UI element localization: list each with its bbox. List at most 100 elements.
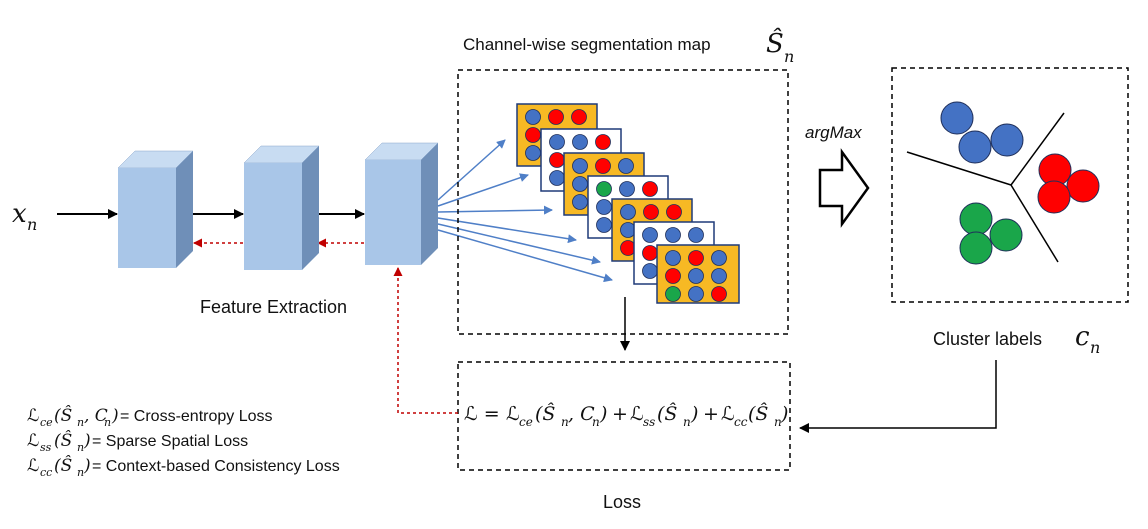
- cluster-boundaries: [906, 112, 1065, 263]
- cluster-dots: [940, 101, 1100, 265]
- svg-text:): ): [83, 431, 91, 451]
- channel-map-7: [656, 244, 740, 304]
- svg-text:ss: ss: [643, 415, 655, 429]
- svg-text:n: n: [561, 415, 569, 429]
- svg-text:): ): [599, 403, 607, 425]
- svg-text:): ): [83, 456, 91, 476]
- map-dot: [665, 250, 681, 266]
- svg-text:): ): [111, 406, 119, 426]
- segmentation-map-title: Channel-wise segmentation map Ŝ n: [463, 27, 794, 66]
- legend-description: = Sparse Spatial Loss: [92, 433, 248, 450]
- cluster-dot: [1066, 169, 1100, 203]
- svg-text:n: n: [592, 415, 600, 429]
- feedback-arrow-loss-to-network: [393, 267, 458, 414]
- legend-description: = Context-based Consistency Loss: [92, 458, 340, 475]
- map-dot: [572, 158, 588, 174]
- svg-text:(Ŝ: (Ŝ: [748, 402, 768, 425]
- svg-text:): ): [780, 403, 788, 425]
- svg-text:cc: cc: [734, 415, 748, 429]
- map-dot: [619, 181, 635, 197]
- map-dot: [618, 158, 634, 174]
- map-dot: [711, 268, 727, 284]
- map-dot: [643, 204, 659, 220]
- svg-text:ℒ: ℒ: [27, 456, 39, 476]
- argmax-label: argMax: [805, 123, 862, 142]
- input-symbol: x: [12, 199, 27, 229]
- svg-text:n: n: [77, 441, 84, 454]
- map-dot: [548, 109, 564, 125]
- channel-arrow-4: [437, 217, 577, 244]
- map-dot: [572, 176, 588, 192]
- arrow-clusters-to-loss: [799, 360, 997, 433]
- map-dot: [688, 286, 704, 302]
- map-dot: [688, 227, 704, 243]
- map-dot: [665, 286, 681, 302]
- loss-term-ce: ℒ: [506, 403, 520, 425]
- cluster-dot: [940, 101, 974, 135]
- segmentation-subscript: n: [784, 47, 794, 66]
- channel-arrows: [437, 139, 613, 283]
- map-dot: [595, 158, 611, 174]
- svg-text:+: +: [703, 403, 719, 425]
- map-dot: [596, 181, 612, 197]
- cluster-dot: [989, 218, 1023, 252]
- loss-formula: ℒ = ℒ ce (Ŝ n , C n ) + ℒ ss (Ŝ n ) + ℒ …: [464, 402, 788, 429]
- map-dot: [572, 194, 588, 210]
- feature-extraction-label: Feature Extraction: [200, 297, 347, 317]
- cluster-labels-text: Cluster labels: [933, 329, 1042, 349]
- svg-text:ℒ: ℒ: [27, 431, 39, 451]
- map-dot: [666, 204, 682, 220]
- map-dot: [642, 227, 658, 243]
- segmentation-map-box: [457, 69, 789, 335]
- map-dot: [549, 152, 565, 168]
- cluster-labels-caption: Cluster labels c n: [933, 322, 1100, 357]
- svg-text:ce: ce: [40, 416, 53, 429]
- map-dot: [711, 250, 727, 266]
- map-dot: [595, 134, 611, 150]
- cluster-box: [891, 67, 1129, 303]
- svg-text:n: n: [77, 466, 84, 479]
- map-dot: [525, 109, 541, 125]
- svg-text:n: n: [77, 416, 84, 429]
- svg-text:cc: cc: [40, 466, 52, 479]
- map-dot: [688, 268, 704, 284]
- svg-text:+: +: [612, 403, 628, 425]
- map-dot: [549, 170, 565, 186]
- cluster-subscript: n: [1090, 338, 1100, 357]
- svg-text:(Ŝ: (Ŝ: [657, 402, 677, 425]
- loss-box: [457, 361, 791, 471]
- map-dot: [596, 217, 612, 233]
- argmax-arrow: [818, 148, 870, 228]
- svg-text:ℒ: ℒ: [27, 406, 39, 426]
- map-dot: [711, 286, 727, 302]
- loss-lhs: ℒ =: [464, 403, 500, 425]
- map-dot: [525, 145, 541, 161]
- cluster-symbol: c: [1075, 322, 1090, 352]
- cluster-dot: [1037, 180, 1071, 214]
- map-dot: [620, 204, 636, 220]
- cluster-dot: [958, 130, 992, 164]
- channel-arrow-1: [437, 139, 506, 201]
- svg-text:(Ŝ: (Ŝ: [54, 455, 72, 476]
- svg-text:, C: , C: [84, 406, 108, 426]
- map-dot: [665, 268, 681, 284]
- map-dot: [549, 134, 565, 150]
- cluster-dot: [990, 123, 1024, 157]
- loss-term-cc: ℒ: [721, 403, 735, 425]
- channel-arrow-3: [437, 205, 553, 215]
- svg-text:(Ŝ: (Ŝ: [54, 430, 72, 451]
- channel-arrow-5: [437, 223, 601, 265]
- segmentation-symbol: Ŝ: [766, 27, 784, 59]
- feature-block-2: [243, 145, 320, 270]
- feature-block-1: [117, 150, 194, 268]
- svg-text:ss: ss: [40, 441, 52, 454]
- input-label: x n: [12, 199, 37, 234]
- channel-arrow-6: [437, 229, 613, 283]
- feature-block-3: [364, 142, 439, 265]
- feature-extraction-blocks: [117, 142, 439, 270]
- map-dot: [665, 227, 681, 243]
- channel-arrow-2: [437, 173, 529, 207]
- svg-text:(Ŝ: (Ŝ: [54, 405, 72, 426]
